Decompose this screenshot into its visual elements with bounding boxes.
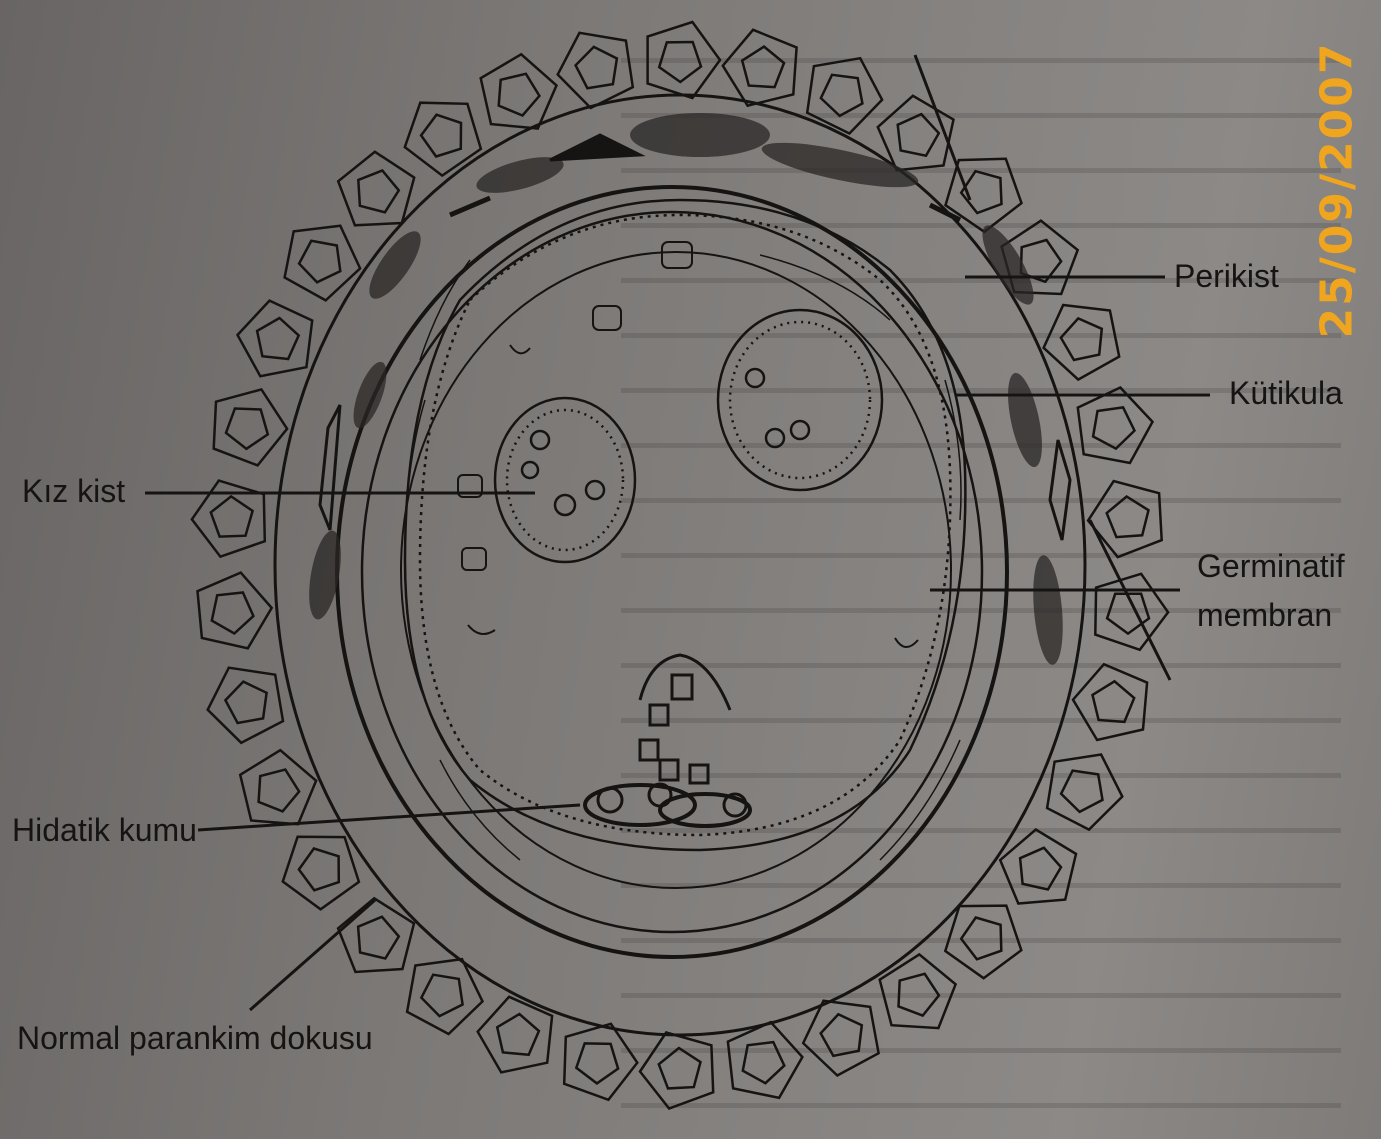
parenchyma-cell [1047, 755, 1122, 830]
label-kutikula: Kütikula [1229, 375, 1343, 412]
parenchyma-cell-nucleus [358, 917, 399, 959]
label-perikist: Perikist [1174, 258, 1279, 295]
parenchyma-cell [407, 959, 482, 1034]
parenchyma-cell-nucleus [211, 496, 253, 536]
label-leader-lines [145, 55, 1210, 1010]
parenchyma-cell-nucleus [226, 409, 268, 449]
cuticle-layer [362, 212, 982, 932]
parenchyma-cell-nucleus [212, 593, 254, 634]
parenchyma-cell [878, 96, 954, 170]
label-germinatif-line2: membran [1197, 597, 1332, 634]
daughter-cyst-right [718, 310, 882, 490]
parenchyma-cell-nucleus [421, 115, 461, 157]
parenchyma-cell [240, 750, 316, 824]
parenchyma-cell [1000, 830, 1076, 904]
date-stamp-text: 25/09/2007 [1312, 41, 1363, 338]
parenchyma-cell-nucleus [497, 1014, 539, 1055]
pericyst-layer [275, 95, 1085, 1035]
parenchyma-cell [198, 573, 272, 649]
parenchyma-cell-nucleus [421, 975, 462, 1016]
parenchyma-cell [723, 30, 797, 106]
label-kiz-kist: Kız kist [22, 473, 125, 510]
parenchyma-cell [1078, 388, 1153, 464]
parenchyma-cell [945, 906, 1021, 979]
parenchyma-cell-nucleus [743, 1042, 785, 1083]
parenchyma-cell-nucleus [259, 770, 300, 812]
parenchyma-cell [648, 22, 720, 98]
parenchyma-cell-nucleus [225, 682, 266, 723]
parenchyma-cell-nucleus [1107, 497, 1149, 538]
parenchyma-cell [728, 1022, 803, 1098]
parenchyma-cell-nucleus [821, 1014, 862, 1056]
parenchyma-cell-nucleus [499, 74, 540, 116]
parenchyma-cell [803, 1001, 878, 1076]
parenchyma-cell-nucleus [659, 42, 701, 82]
parenchyma-cell [1073, 664, 1147, 740]
parenchyma-cell [285, 226, 361, 301]
parenchyma-cell-nucleus [1093, 407, 1134, 448]
parenchyma-cell-nucleus [576, 47, 617, 88]
parenchyma-cell-nucleus [358, 171, 399, 213]
parenchyma-cell [558, 33, 633, 108]
parenchyma-cell-nucleus [299, 241, 340, 282]
pericyst-fibrous-marks [303, 113, 1066, 666]
parenchyma-cell-nucleus [1093, 681, 1135, 722]
parenchyma-cell-nucleus [257, 318, 299, 359]
pericyst-vessels [320, 135, 1070, 540]
parenchyma-cell [481, 54, 557, 128]
label-hidatik-kumu: Hidatik kumu [12, 812, 197, 849]
parenchyma-cell [214, 389, 287, 465]
parenchyma-cell-nucleus [961, 918, 1001, 960]
parenchyma-cell-nucleus [576, 1043, 618, 1083]
parenchyma-cell-nucleus [659, 1048, 701, 1088]
parenchyma-cell [208, 668, 283, 743]
parenchyma-cell [238, 301, 313, 377]
hydatid-sand [585, 655, 750, 826]
parenchyma-cell-nucleus [742, 47, 784, 88]
label-germinatif-line1: Germinatif [1197, 548, 1345, 585]
germinative-membrane [405, 200, 965, 850]
label-normal-parankim: Normal parankim dokusu [17, 1020, 373, 1057]
parenchyma-cell [283, 837, 359, 910]
parenchyma-cell-nucleus [1061, 771, 1102, 812]
parenchyma-cell [640, 1033, 713, 1109]
parenchyma-cell [1044, 305, 1120, 380]
parenchyma-cell [1095, 574, 1168, 650]
parenchyma-cell [564, 1024, 637, 1100]
parenchyma-cell-nucleus [821, 75, 863, 116]
parenchyma-cell-nucleus [299, 849, 339, 891]
parenchyma-cell [1088, 481, 1162, 557]
daughter-cyst-left [495, 398, 635, 562]
parenchyma-cell-nucleus [1061, 318, 1102, 360]
parenchyma-cell-nucleus [898, 114, 939, 156]
parenchyma-cell [478, 997, 552, 1073]
parenchyma-cell-nucleus [899, 974, 939, 1016]
date-stamp: 25/09/2007 [1312, 40, 1362, 340]
parenchyma-cell-nucleus [1020, 848, 1061, 890]
parenchyma-cell [338, 152, 414, 226]
